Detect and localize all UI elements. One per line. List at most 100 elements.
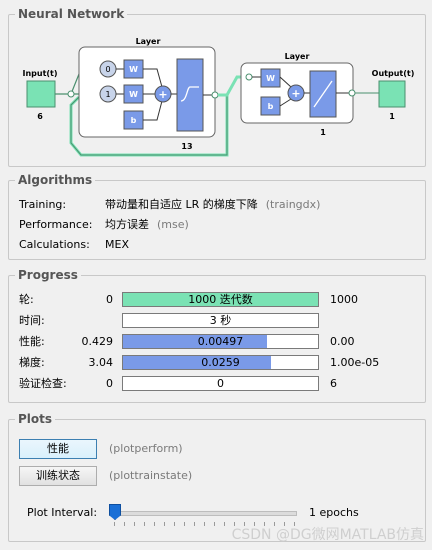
- algorithm-key: Performance:: [19, 218, 93, 231]
- slider-tick: [134, 522, 135, 526]
- output-label: Output(t): [372, 69, 415, 78]
- input-size: 6: [37, 112, 43, 121]
- plot-trainstate-function: (plottrainstate): [109, 469, 193, 482]
- progress-bar: 0.0259: [122, 355, 319, 370]
- algorithm-key: Training:: [19, 198, 67, 211]
- slider-tick: [234, 522, 235, 526]
- progress-end-value: 1000: [330, 293, 358, 306]
- slider-tick: [214, 522, 215, 526]
- slider-tick: [154, 522, 155, 526]
- slider-tick: [164, 522, 165, 526]
- algorithm-key: Calculations:: [19, 238, 90, 251]
- algorithms-panel: Algorithms Training: 带动量和自适应 LR 的梯度下降 (tra…: [8, 173, 426, 260]
- slider-tick: [204, 522, 205, 526]
- bias-label-2: b: [268, 102, 274, 111]
- slider-tick: [144, 522, 145, 526]
- progress-row: 时间: 3 秒: [9, 312, 427, 330]
- plot-trainstate-button[interactable]: 训练状态: [19, 466, 97, 486]
- progress-end-value: 6: [330, 377, 337, 390]
- progress-bar: 1000 迭代数: [122, 292, 319, 307]
- section-title-plots: Plots: [15, 412, 56, 426]
- progress-row: 验证检查: 0 0 6: [9, 375, 427, 393]
- algorithm-function: (mse): [157, 218, 189, 231]
- progress-fill: [123, 335, 268, 348]
- plot-interval-label: Plot Interval:: [27, 506, 98, 519]
- delay-0-label: 0: [105, 65, 110, 74]
- algorithm-function: (traingdx): [265, 198, 321, 211]
- plots-panel: Plots 性能 (plotperform) 训练状态 (plottrainst…: [8, 412, 426, 542]
- sum-inputs: [143, 68, 163, 121]
- progress-start-value: 3.04: [88, 356, 114, 369]
- algorithm-value: 带动量和自适应 LR 的梯度下降: [105, 198, 258, 211]
- input-label: Input(t): [22, 69, 57, 78]
- neural-network-panel: Neural Network Input(t) 6 Layer 13 0 1 W…: [8, 7, 426, 167]
- algorithm-value: MEX: [105, 238, 129, 251]
- slider-tick: [114, 522, 115, 526]
- progress-start-value: 0: [106, 293, 113, 306]
- layer2-output-junction: [348, 89, 356, 97]
- progress-label: 轮:: [19, 293, 34, 306]
- sum-label-2: +: [291, 87, 300, 100]
- plot-interval-track[interactable]: [109, 511, 297, 516]
- progress-panel: Progress 轮: 0 1000 迭代数 1000 时间: 3 秒性能: 0.429 0.…: [8, 268, 427, 403]
- plot-interval-value: 1 epochs: [309, 506, 359, 519]
- section-title-algorithms: Algorithms: [15, 173, 96, 187]
- slider-tick: [254, 522, 255, 526]
- algorithm-value: 均方误差: [105, 218, 149, 231]
- weight-label-2: W: [129, 90, 138, 99]
- plot-perform-button[interactable]: 性能: [19, 439, 97, 459]
- slider-tick: [264, 522, 265, 526]
- watermark: CSDN @DG微网MATLAB仿真: [231, 527, 424, 543]
- slider-tick: [194, 522, 195, 526]
- sum2-inputs: [279, 76, 292, 107]
- output-size: 1: [389, 112, 395, 121]
- progress-label: 验证检查:: [19, 377, 67, 390]
- layer1-output-junction: [211, 91, 219, 99]
- algorithm-row-calculations: Calculations: MEX: [19, 237, 137, 253]
- progress-start-value: 0: [106, 377, 113, 390]
- slider-tick: [274, 522, 275, 526]
- progress-current-value: 0.0259: [201, 356, 240, 369]
- slider-tick: [224, 522, 225, 526]
- sum-label-1: +: [158, 88, 167, 101]
- progress-bar: 0.00497: [122, 334, 319, 349]
- progress-start-value: 0.429: [81, 335, 114, 348]
- progress-current-value: 0.00497: [197, 335, 244, 348]
- progress-fill: [123, 356, 272, 369]
- plot-interval-thumb[interactable]: [109, 504, 121, 520]
- sigmoid-icon: [180, 86, 199, 102]
- progress-current-value: 1000 迭代数: [188, 293, 253, 306]
- progress-row: 轮: 0 1000 迭代数 1000: [9, 291, 427, 309]
- section-title-progress: Progress: [15, 268, 81, 282]
- transfer-function-1: [176, 58, 204, 132]
- layer2-input-junction: [245, 73, 253, 81]
- slider-tick: [294, 522, 295, 526]
- weight-block-3: [260, 68, 281, 88]
- plot-perform-function: (plotperform): [109, 442, 183, 455]
- linear-icon: [313, 80, 333, 108]
- progress-label: 时间:: [19, 314, 45, 327]
- slider-tick: [184, 522, 185, 526]
- progress-current-value: 0: [217, 377, 224, 390]
- progress-label: 梯度:: [19, 356, 45, 369]
- progress-bar: 0: [122, 376, 319, 391]
- input-junction: [67, 90, 75, 98]
- input-block: [26, 80, 56, 108]
- weight-label-1: W: [129, 65, 138, 74]
- algorithm-row-training: Training: 带动量和自适应 LR 的梯度下降 (traingdx): [19, 197, 320, 213]
- layer2-size: 1: [320, 128, 326, 137]
- output-block: [378, 80, 406, 108]
- progress-end-value: 0.00: [330, 335, 355, 348]
- progress-fill: [123, 293, 318, 306]
- slider-tick: [174, 522, 175, 526]
- progress-current-value: 3 秒: [209, 314, 232, 327]
- slider-tick: [284, 522, 285, 526]
- layer1-size: 13: [181, 142, 192, 151]
- bias-label-1: b: [131, 116, 137, 125]
- progress-row: 性能: 0.429 0.00497 0.00: [9, 333, 427, 351]
- layer2-label: Layer: [285, 52, 310, 61]
- slider-tick: [244, 522, 245, 526]
- progress-label: 性能:: [19, 335, 45, 348]
- section-title-neural-network: Neural Network: [15, 7, 128, 21]
